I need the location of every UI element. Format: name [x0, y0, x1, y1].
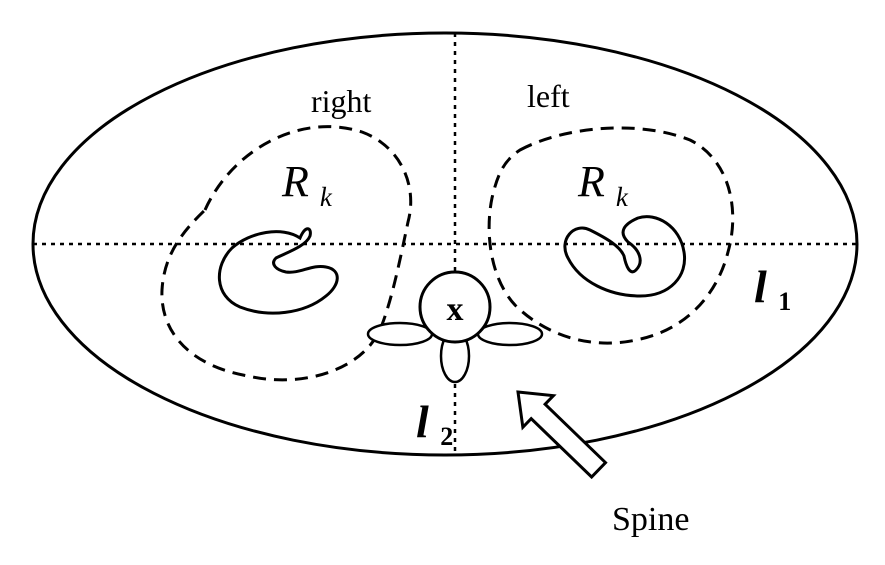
spinal-process-left	[366, 321, 434, 347]
label-region-right-main: R	[281, 157, 309, 206]
right-kidney-shape	[218, 227, 339, 315]
left-kidney-shape	[563, 215, 687, 298]
label-region-left-sub: k	[616, 182, 629, 212]
label-spine: Spine	[612, 501, 689, 538]
hollow-arrow-icon	[516, 390, 608, 480]
label-region-right: R k	[281, 157, 333, 212]
label-left: left	[527, 78, 570, 114]
label-l2-main: l	[416, 396, 429, 447]
label-l2: l 2	[416, 396, 453, 451]
label-region-left-main: R	[577, 157, 605, 206]
label-l1-sub: 1	[778, 287, 791, 316]
label-l2-sub: 2	[440, 422, 453, 451]
label-center-x: x	[447, 291, 464, 328]
label-l1: l 1	[754, 261, 791, 316]
label-region-left: R k	[577, 157, 629, 212]
body-outline	[31, 31, 859, 457]
spinal-process-right	[476, 321, 544, 347]
label-l1-main: l	[754, 261, 767, 312]
label-region-right-sub: k	[320, 182, 333, 212]
label-right: right	[311, 83, 372, 119]
left-region-boundary	[487, 126, 735, 345]
right-region-boundary	[160, 125, 413, 382]
vertebral-body	[418, 270, 492, 344]
